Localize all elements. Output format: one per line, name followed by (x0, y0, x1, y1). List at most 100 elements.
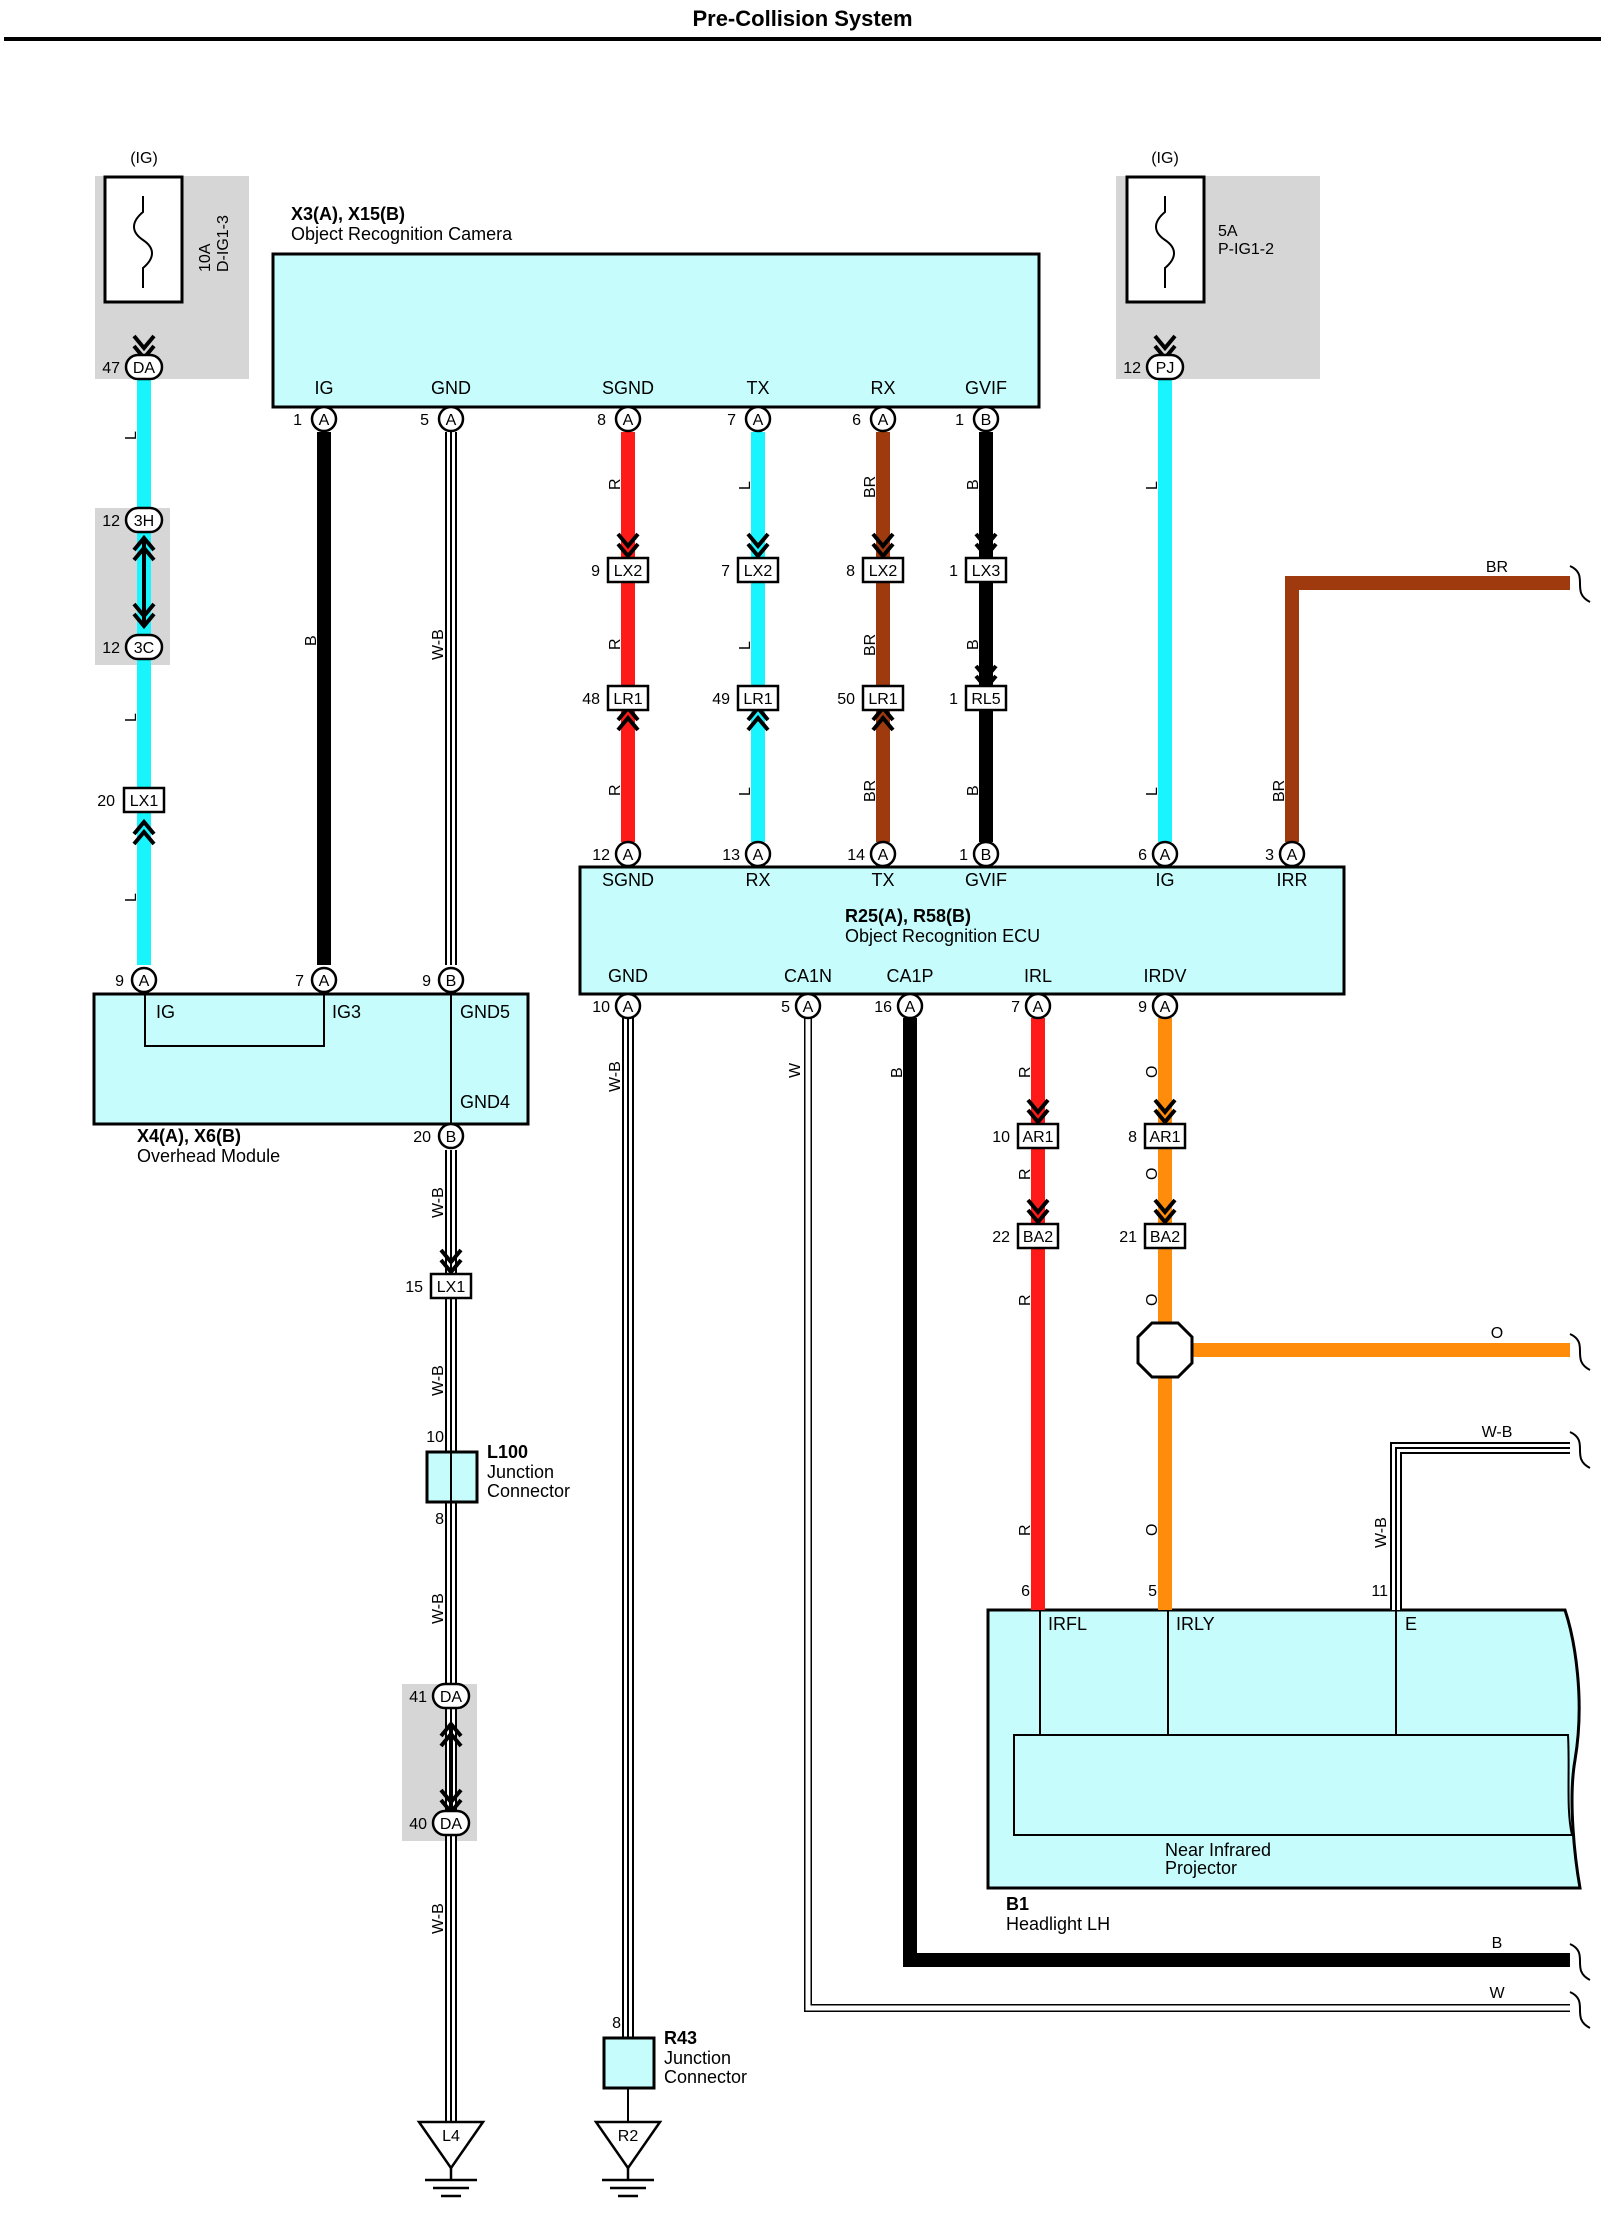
fuse-left-supply: (IG) (130, 150, 158, 167)
wc-b-ca1p-h: B (1492, 1935, 1503, 1952)
c3h-name: 3H (134, 513, 154, 530)
camera-pin-gvif-num: 1 (955, 412, 964, 429)
ecu-bottom-gnd-label: GND (608, 966, 648, 986)
ba2-r-name: BA2 (1023, 1229, 1053, 1246)
c3h-pin: 12 (102, 513, 120, 530)
wc-wb-gnd5: W-B (430, 629, 447, 660)
lr1-br-pin: 50 (837, 691, 855, 708)
wc-b-gvif-2: B (965, 639, 982, 650)
ecu-bottom-ca1n-num: 5 (781, 999, 790, 1016)
ecu-top-ig-num: 6 (1138, 847, 1147, 864)
wires (137, 378, 1570, 2122)
overhead-gnd5-num: 9 (422, 973, 431, 990)
camera-pin-gvif-conn: B (981, 412, 992, 429)
camera-ids: X3(A), X15(B) (291, 204, 405, 224)
wc-l-3: L (123, 893, 140, 902)
break-o (1569, 1333, 1591, 1371)
rl5-name: RL5 (971, 691, 1000, 708)
ecu-bottom-irl-conn: A (1033, 999, 1044, 1016)
camera-pin-gvif-label: GVIF (965, 378, 1007, 398)
overhead-module-box (92, 992, 530, 1126)
wire-w-ca1n-core (805, 1018, 1570, 2011)
lx1-ig-pin: 20 (97, 793, 115, 810)
fuse-right-conn: PJ (1156, 360, 1175, 377)
headlight-irfl-num: 6 (1021, 1583, 1030, 1600)
lr1-l-name: LR1 (743, 691, 772, 708)
overhead-gnd5-label: GND5 (460, 1002, 510, 1022)
ecu-top-tx-num: 14 (847, 847, 865, 864)
ecu-bottom-gnd-conn: A (623, 999, 634, 1016)
wc-o-1: O (1144, 1066, 1161, 1078)
da41-pin: 41 (409, 1689, 427, 1706)
ecu-box (578, 865, 1346, 996)
ecu-bottom-ca1p-conn: A (905, 999, 916, 1016)
inline-rect-connectors (122, 556, 1187, 1300)
wire-wb-e-core (1392, 1444, 1570, 1610)
wc-wb-gnd4-2: W-B (430, 1365, 447, 1396)
l100-line1: Junction (487, 1462, 554, 1482)
headlight-irfl-label: IRFL (1048, 1614, 1087, 1634)
camera-pin-ig-label: IG (314, 378, 333, 398)
fuse-left-symbol (133, 196, 153, 288)
ground-l4-symbol (416, 2120, 486, 2198)
wc-r-3: R (607, 784, 624, 796)
da41-name: DA (440, 1689, 463, 1706)
lr1-r-pin: 48 (582, 691, 600, 708)
headlight-e-num: 11 (1371, 1583, 1388, 1600)
wc-o-branch: O (1491, 1325, 1503, 1342)
headlight-irly-num: 5 (1148, 1583, 1157, 1600)
wc-w-ca1n: W (787, 1062, 804, 1078)
overhead-internal-ig-link (144, 994, 325, 1047)
ecu-top-rx-label: RX (745, 870, 770, 890)
wire-wb-e-stripe (1395, 1447, 1570, 1610)
ecu-bottom-irdv-num: 9 (1138, 999, 1147, 1016)
l100-pin-in: 10 (426, 1429, 444, 1446)
lx2-r-pin: 9 (591, 563, 600, 580)
overhead-ig3-num: 7 (295, 973, 304, 990)
wc-b-gvif-3: B (965, 785, 982, 796)
wc-l-2: L (123, 713, 140, 722)
pin-terminals (130, 405, 1306, 1150)
headlight-id: B1 (1006, 1894, 1029, 1914)
break-wb (1569, 1431, 1591, 1469)
lx1-gnd-name: LX1 (437, 1279, 466, 1296)
fuse-left-pin: 47 (102, 360, 120, 377)
ar1-o-pin: 8 (1128, 1129, 1137, 1146)
ground-r2-symbol (593, 2120, 663, 2198)
ar1-o-name: AR1 (1149, 1129, 1180, 1146)
l100-id: L100 (487, 1442, 528, 1462)
headlight-name: Headlight LH (1006, 1914, 1110, 1934)
ecu-bottom-ca1n-label: CA1N (784, 966, 832, 986)
camera-box (271, 252, 1041, 409)
camera-pin-ig-conn: A (319, 412, 330, 429)
fuse-left-name: D-IG1-3 (215, 215, 232, 272)
ar1-r-name: AR1 (1022, 1129, 1053, 1146)
camera-pin-rx-label: RX (870, 378, 895, 398)
wc-l-tx-1: L (737, 481, 754, 490)
wc-l-1: L (123, 431, 140, 440)
wc-b-ig3: B (303, 635, 320, 646)
fuse-left-rating: 10A (197, 243, 214, 272)
camera-pin-gnd-num: 5 (420, 412, 429, 429)
overhead-gnd4-num: 20 (413, 1129, 431, 1146)
wire-wb-e-outline (1390, 1442, 1570, 1610)
ecu-bottom-gnd-num: 10 (592, 999, 610, 1016)
rl5-pin: 1 (949, 691, 958, 708)
wire-b-ca1p (903, 1018, 1570, 1967)
wc-l-ig-right-2: L (1144, 787, 1161, 796)
wc-br-3: BR (862, 780, 879, 802)
wire-color-labels: L L L B W-B R R R L L L BR BR BR B B B L… (123, 431, 1512, 2002)
wc-l-tx-2: L (737, 641, 754, 650)
overhead-ids: X4(A), X6(B) (137, 1126, 241, 1146)
ecu-top-ig-conn: A (1160, 847, 1171, 864)
camera-pin-rx-num: 6 (852, 412, 861, 429)
ecu-top-tx-label: TX (871, 870, 894, 890)
camera-pin-sgnd-num: 8 (597, 412, 606, 429)
camera-pin-ig-num: 1 (293, 412, 302, 429)
camera-pin-gnd-label: GND (431, 378, 471, 398)
l100-line2: Connector (487, 1481, 570, 1501)
lx2-l-pin: 7 (721, 563, 730, 580)
lx1-ig-name: LX1 (130, 793, 159, 810)
fuse-right-supply: (IG) (1151, 150, 1179, 167)
wc-l-tx-3: L (737, 787, 754, 796)
